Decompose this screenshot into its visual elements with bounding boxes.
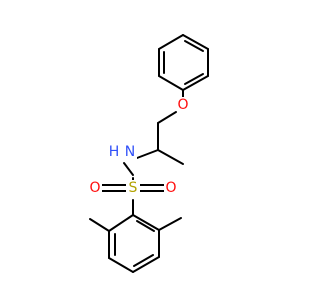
hydrogen-atom: H [109, 144, 120, 160]
bond [136, 149, 159, 159]
double-bond-inner [136, 220, 155, 232]
molecule-structure: O N H S O O [88, 34, 209, 273]
phenyl-ring [158, 34, 209, 91]
dimethylphenyl-ring [89, 214, 182, 273]
bond [157, 149, 184, 165]
label-background [164, 180, 178, 197]
bond [182, 34, 209, 50]
bond [158, 75, 184, 91]
label-background [177, 97, 190, 113]
oxygen-atom: O [177, 97, 188, 113]
sulfonyl-oxygen-right: O [165, 180, 176, 196]
atom-labels: O N H S O O [88, 97, 190, 197]
bond [132, 256, 160, 273]
bond [158, 34, 184, 50]
bond [123, 162, 134, 176]
label-background [108, 144, 121, 160]
methyl-bond [158, 217, 182, 231]
sulfonyl-oxygen-left: O [89, 180, 100, 196]
bond [108, 257, 134, 273]
double-bond-inner [184, 40, 204, 52]
bond [108, 214, 134, 232]
bond [182, 75, 209, 91]
label-background [126, 180, 140, 197]
methyl-bond [89, 218, 110, 232]
label-background [88, 180, 102, 197]
double-bond-inner [184, 73, 204, 85]
sulfur-atom: S [129, 180, 138, 196]
bond [132, 214, 160, 231]
nitrogen-atom: N [125, 144, 135, 160]
label-background [123, 144, 137, 160]
bond [157, 111, 177, 124]
double-bond-inner [133, 254, 154, 267]
